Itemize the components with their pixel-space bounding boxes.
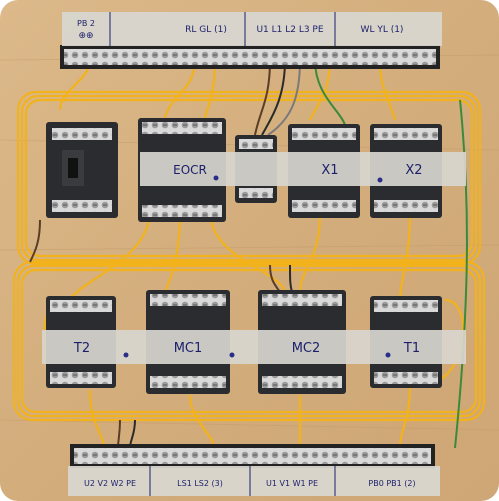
upper-label-tape: [140, 152, 466, 186]
label-mc1: MC1: [174, 341, 203, 356]
bottom-label-motor1: U1 V1 W1 PE: [266, 479, 318, 488]
bottom-label-pb: PB0 PB1 (2): [368, 479, 415, 488]
label-t2: T2: [73, 341, 90, 356]
wire-harness: [12, 59, 486, 449]
top-label-rl-gl: RL GL (1): [185, 25, 227, 35]
marker-dots: [123, 175, 391, 358]
bottom-label-motor2: U2 V2 W2 PE: [84, 479, 136, 488]
label-t1: T1: [403, 341, 420, 356]
label-mc2: MC2: [292, 341, 321, 356]
bottom-label-ls: LS1 LS2 (3): [177, 479, 223, 488]
top-label-power: U1 L1 L2 L3 PE: [256, 25, 323, 35]
lower-label-tape: [42, 330, 466, 364]
label-x2: X2: [405, 163, 422, 178]
bottom-terminal-strip: [68, 444, 440, 496]
top-label-wl-yl: WL YL (1): [361, 25, 404, 35]
top-label-pb2: PB 2: [77, 19, 95, 28]
label-x1: X1: [321, 163, 338, 178]
circuit-breaker: [46, 122, 118, 218]
label-eocr: EOCR: [173, 163, 207, 177]
other-wires: [29, 59, 468, 449]
top-terminal-strip: [60, 12, 442, 69]
pb-symbol-icon: ⊕⊕: [78, 31, 93, 41]
